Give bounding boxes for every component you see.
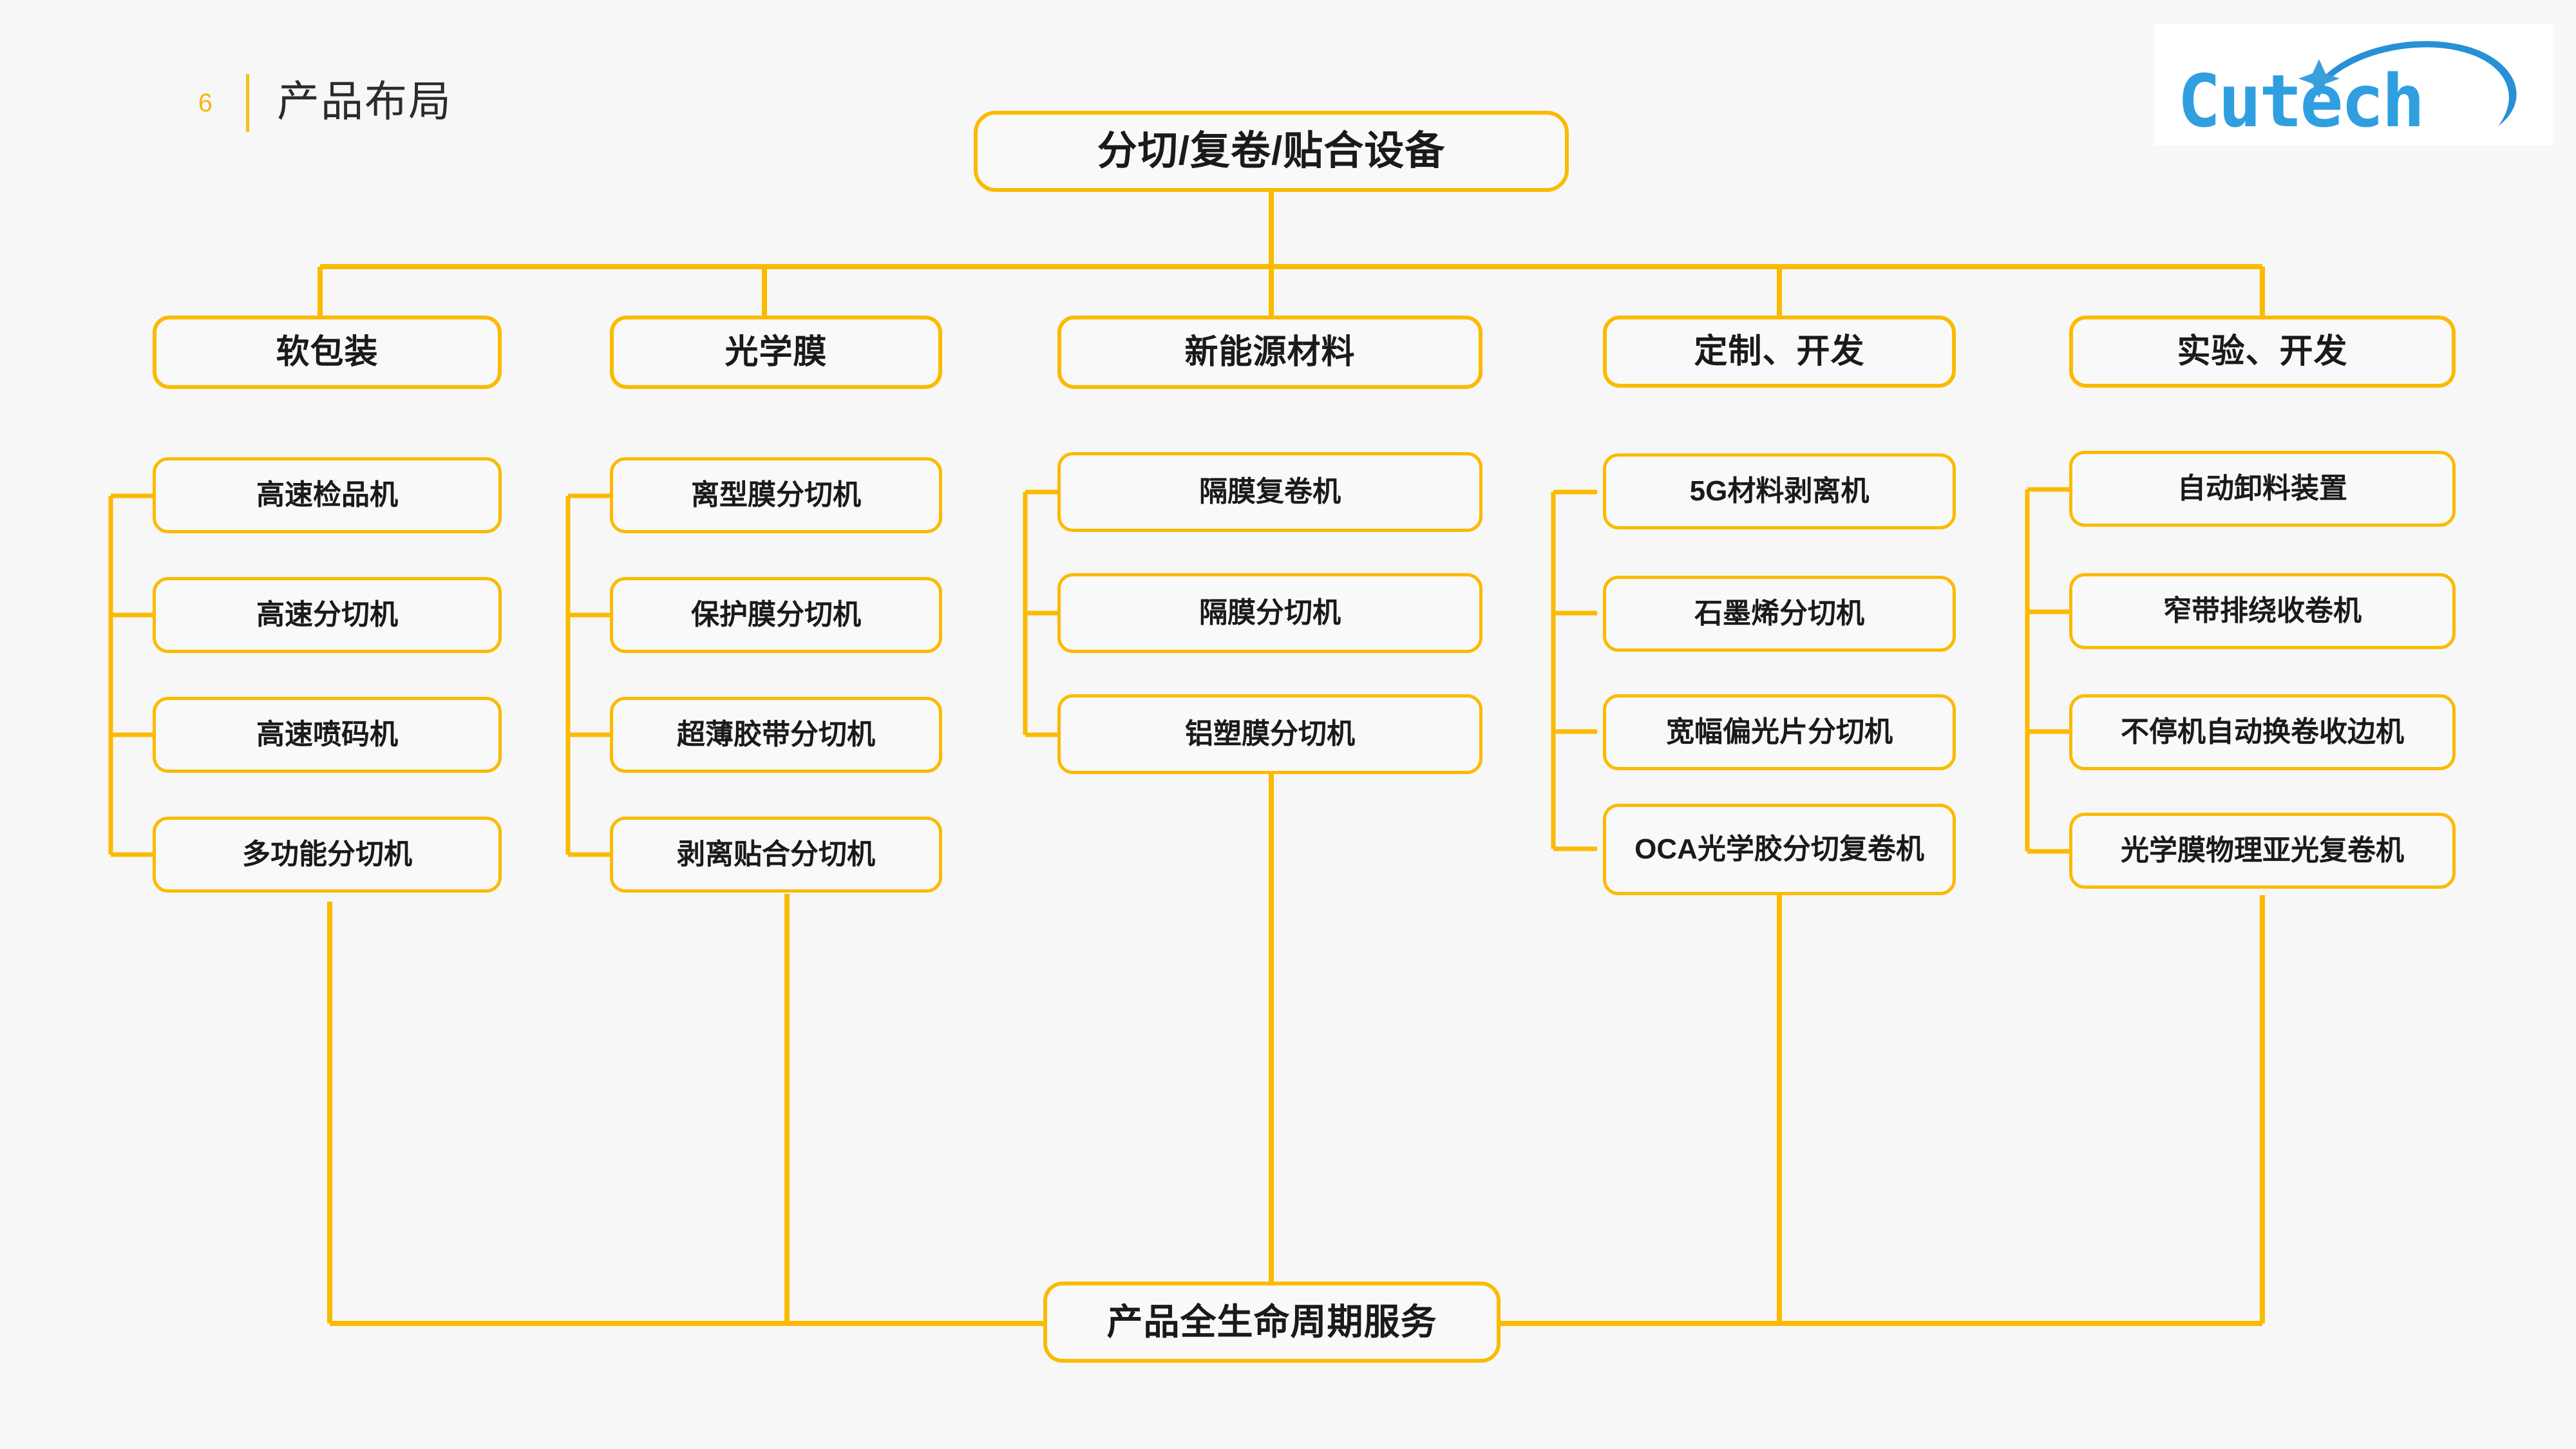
leaf-node-1-4[interactable]: 多功能分切机: [153, 817, 502, 893]
header-divider: [246, 74, 249, 132]
cutech-logo: Cutech: [2154, 24, 2553, 146]
leaf-node-4-4[interactable]: OCA光学胶分切复卷机: [1603, 804, 1956, 895]
leaf-node-5-3[interactable]: 不停机自动换卷收边机: [2069, 694, 2456, 770]
category-node-2[interactable]: 光学膜: [610, 316, 942, 389]
leaf-node-2-2[interactable]: 保护膜分切机: [610, 577, 942, 653]
leaf-node-2-3[interactable]: 超薄胶带分切机: [610, 697, 942, 773]
leaf-node-1-3[interactable]: 高速喷码机: [153, 697, 502, 773]
leaf-node-4-1[interactable]: 5G材料剥离机: [1603, 453, 1956, 529]
cutech-logo-icon: Cutech: [2177, 41, 2517, 144]
category-node-5[interactable]: 实验、开发: [2069, 316, 2456, 388]
leaf-node-1-1[interactable]: 高速检品机: [153, 457, 502, 533]
page-title: 产品布局: [277, 77, 452, 125]
leaf-node-5-4[interactable]: 光学膜物理亚光复卷机: [2069, 813, 2456, 889]
leaf-node-3-2[interactable]: 隔膜分切机: [1057, 573, 1482, 653]
category-node-3[interactable]: 新能源材料: [1057, 316, 1482, 389]
leaf-node-3-1[interactable]: 隔膜复卷机: [1057, 452, 1482, 532]
leaf-node-4-3[interactable]: 宽幅偏光片分切机: [1603, 694, 1956, 770]
category-node-4[interactable]: 定制、开发: [1603, 316, 1956, 388]
leaf-node-2-1[interactable]: 离型膜分切机: [610, 457, 942, 533]
leaf-node-5-1[interactable]: 自动卸料装置: [2069, 451, 2456, 527]
leaf-node-3-3[interactable]: 铝塑膜分切机: [1057, 694, 1482, 774]
category-node-1[interactable]: 软包装: [153, 316, 502, 389]
leaf-node-2-4[interactable]: 剥离贴合分切机: [610, 817, 942, 893]
svg-text:Cutech: Cutech: [2177, 60, 2423, 144]
leaf-node-1-2[interactable]: 高速分切机: [153, 577, 502, 653]
footer-node[interactable]: 产品全生命周期服务: [1043, 1282, 1501, 1363]
root-node[interactable]: 分切/复卷/贴合设备: [974, 111, 1569, 192]
page-number: 6: [198, 89, 213, 117]
leaf-node-5-2[interactable]: 窄带排绕收卷机: [2069, 573, 2456, 649]
leaf-node-4-2[interactable]: 石墨烯分切机: [1603, 576, 1956, 652]
